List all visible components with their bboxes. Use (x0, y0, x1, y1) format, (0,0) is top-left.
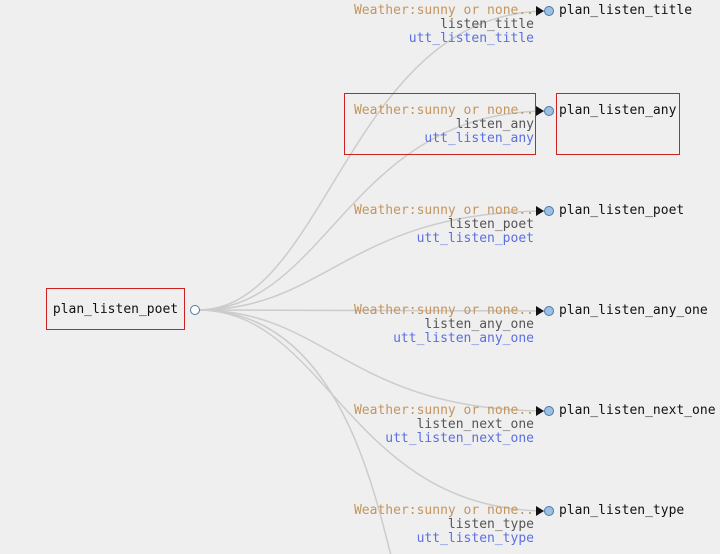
child-node-label[interactable]: plan_listen_any_one (559, 303, 708, 318)
arrow-head-icon (536, 306, 544, 316)
condition-label: Weather:sunny or none.. (353, 503, 534, 518)
action-label: listen_poet (447, 217, 534, 232)
edge-path (197, 210, 549, 311)
child-node-label[interactable]: plan_listen_any (559, 103, 677, 118)
child-node-handle[interactable] (544, 106, 554, 116)
condition-label: Weather:sunny or none.. (353, 303, 534, 318)
child-node-handle[interactable] (544, 6, 554, 16)
utterance-label: utt_listen_type (416, 531, 534, 546)
child-node-handle[interactable] (544, 506, 554, 516)
action-label: listen_title (440, 17, 534, 32)
condition-label: Weather:sunny or none.. (353, 103, 534, 118)
utterance-label: utt_listen_next_one (385, 431, 534, 446)
edge-path (197, 110, 549, 311)
arrow-head-icon (536, 406, 544, 416)
edge-path (197, 309, 549, 512)
highlight-box-child-node (556, 93, 680, 155)
root-node-handle[interactable] (190, 305, 200, 315)
action-label: listen_any_one (424, 317, 534, 332)
action-label: listen_any (455, 117, 534, 132)
child-node-label[interactable]: plan_listen_next_one (559, 403, 716, 418)
child-node-handle[interactable] (544, 206, 554, 216)
utterance-label: utt_listen_poet (416, 231, 534, 246)
edge-path (197, 309, 549, 312)
child-node-handle[interactable] (544, 306, 554, 316)
action-label: listen_next_one (416, 417, 534, 432)
child-node-label[interactable]: plan_listen_type (559, 503, 685, 518)
utterance-label: utt_listen_title (408, 31, 534, 46)
condition-label: Weather:sunny or none.. (353, 3, 534, 18)
edge-path (197, 10, 549, 311)
edge-path (197, 309, 549, 412)
root-node[interactable]: plan_listen_poet (46, 288, 185, 330)
child-node-handle[interactable] (544, 406, 554, 416)
condition-label: Weather:sunny or none.. (353, 203, 534, 218)
edge-path (197, 309, 392, 554)
root-node-label: plan_listen_poet (52, 301, 179, 317)
highlight-box-edge-label (344, 93, 536, 155)
child-node-label[interactable]: plan_listen_title (559, 3, 693, 18)
arrow-head-icon (536, 206, 544, 216)
child-node-label[interactable]: plan_listen_poet (559, 203, 685, 218)
condition-label: Weather:sunny or none.. (353, 403, 534, 418)
arrow-head-icon (536, 6, 544, 16)
action-label: listen_type (447, 517, 534, 532)
utterance-label: utt_listen_any_one (393, 331, 534, 346)
arrow-head-icon (536, 506, 544, 516)
arrow-head-icon (536, 106, 544, 116)
utterance-label: utt_listen_any (424, 131, 534, 146)
